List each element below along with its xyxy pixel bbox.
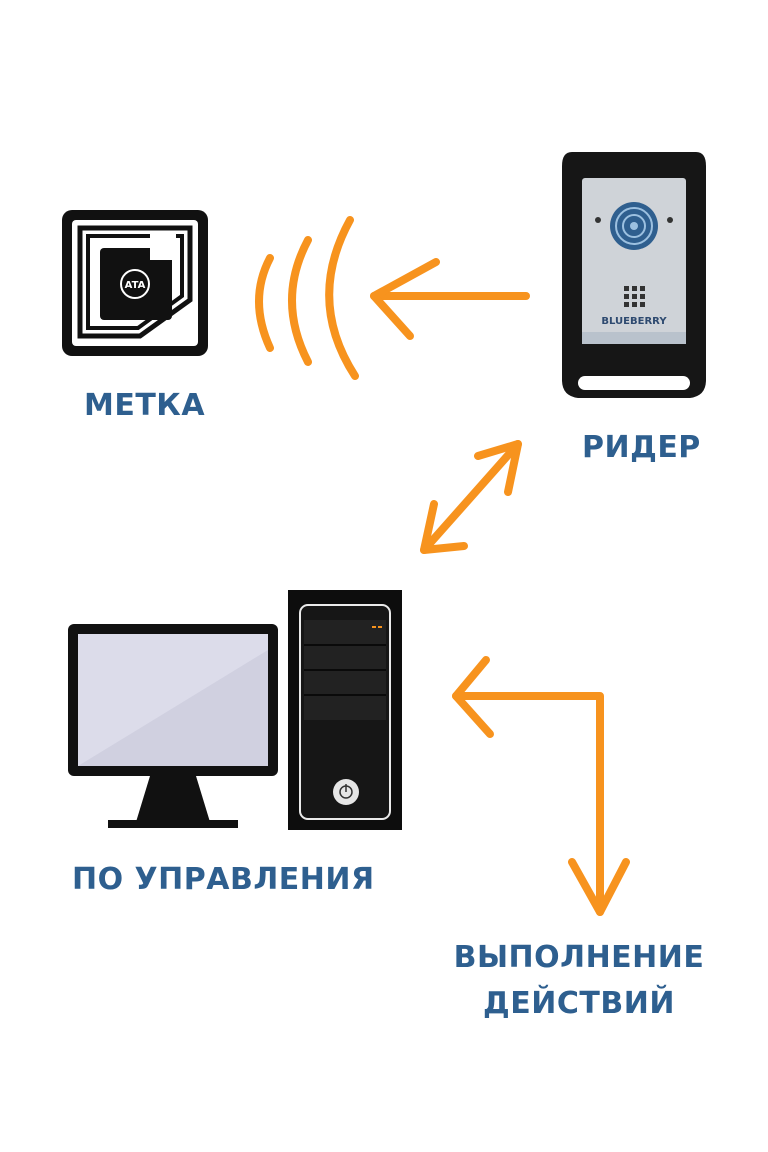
arrow-reader-to-tag [370, 258, 530, 340]
pc-tower-icon [288, 590, 402, 830]
reader-label: РИДЕР [582, 430, 701, 465]
tag-chip-text: ATA [125, 280, 146, 291]
tag-label: МЕТКА [84, 388, 206, 423]
reader-device-icon: BLUEBERRY [562, 152, 706, 398]
monitor-icon [68, 624, 278, 828]
rfid-tag-icon: ATA [62, 210, 208, 356]
arrow-computer-actions [452, 656, 630, 916]
actions-label-line2: ДЕЙСТВИЙ [483, 986, 675, 1021]
actions-label: ВЫПОЛНЕНИЕ ДЕЙСТВИЙ [440, 935, 718, 1027]
arrow-reader-computer [420, 440, 522, 554]
reader-brand: BLUEBERRY [601, 316, 667, 327]
software-label: ПО УПРАВЛЕНИЯ [72, 862, 375, 897]
actions-label-line1: ВЫПОЛНЕНИЕ [453, 940, 705, 975]
radio-waves-icon [255, 216, 359, 380]
